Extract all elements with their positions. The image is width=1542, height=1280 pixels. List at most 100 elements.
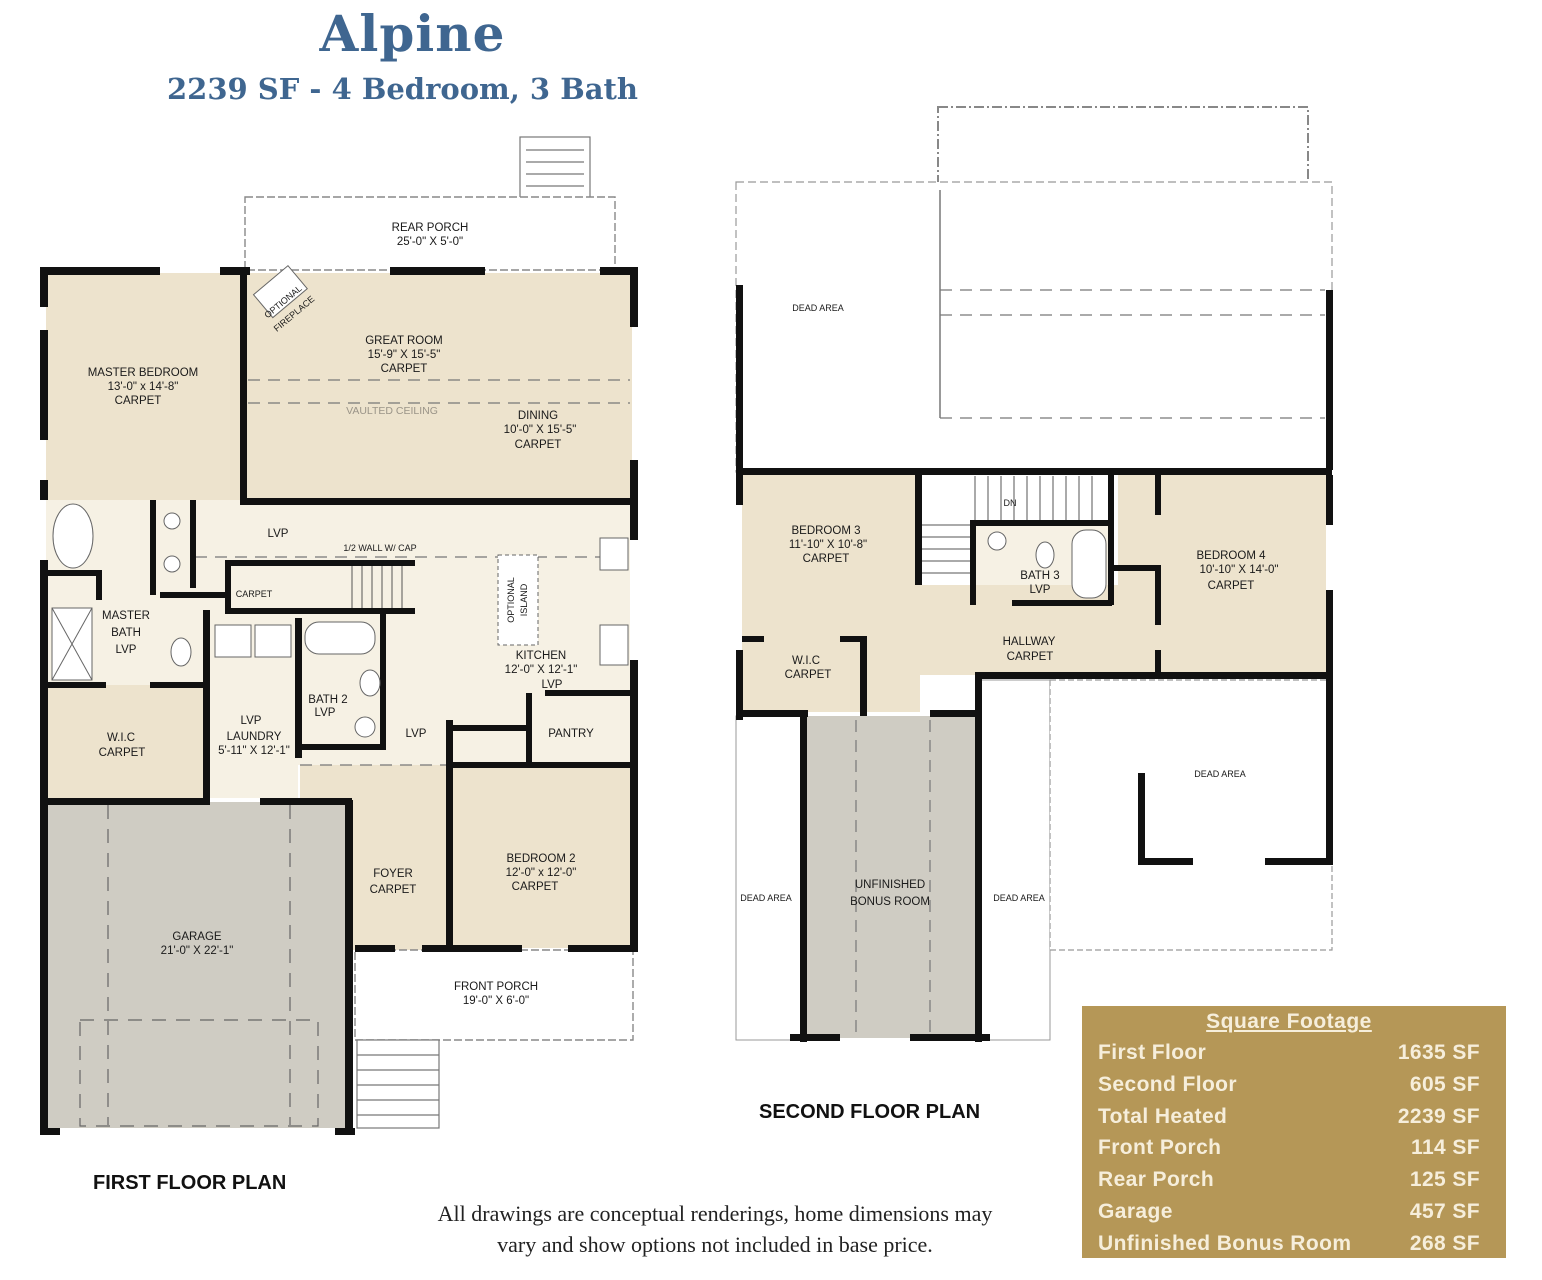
bath3-label: BATH 3 [1020, 570, 1059, 582]
master-bath-label-2: BATH [111, 627, 141, 639]
master-bedroom-label: MASTER BEDROOM [88, 367, 199, 379]
laundry-label: LAUNDRY [227, 731, 282, 743]
plan-title: Alpine [319, 4, 506, 63]
sqft-label: First Floor [1098, 1041, 1207, 1064]
dead-area-mid [979, 679, 1051, 1041]
bedroom3-size: 11'-10" X 10'-8" [789, 539, 867, 551]
toilet-icon [170, 637, 192, 667]
great-room-size: 15'-9" X 15'-5" [368, 349, 441, 361]
sqft-value: 2239 SF [1397, 1104, 1480, 1128]
rear-porch-label: REAR PORCH [392, 222, 469, 234]
stair-dn-note: DN [1004, 498, 1017, 508]
sqft-label: Garage [1098, 1199, 1173, 1223]
rear-porch [244, 196, 616, 271]
master-bath-floor: LVP [116, 644, 137, 656]
bath2-floor: LVP [315, 707, 336, 719]
sqft-label: Total Heated [1098, 1104, 1228, 1128]
dead-area-left [735, 715, 805, 1041]
second-floor-plan: DEAD AREA DN BEDROOM 3 11'-10" X 10'-8" … [735, 106, 1333, 1042]
kitchen-floor: LVP [542, 679, 563, 691]
dead-area-right-label: DEAD AREA [1194, 769, 1246, 779]
first-floor-stairs [351, 566, 403, 608]
disclaimer: All drawings are conceptual renderings, … [360, 1198, 1070, 1260]
garage-label: GARAGE [172, 931, 222, 943]
dead-area-mid-label: DEAD AREA [993, 893, 1045, 903]
sink-icon [163, 555, 181, 573]
pantry-area [532, 696, 630, 764]
washer-icon [214, 624, 252, 658]
dead-area-left-label: DEAD AREA [740, 893, 792, 903]
bonus-room-label-2: BONUS ROOM [850, 896, 930, 908]
sqft-label: Unfinished Bonus Room [1098, 1231, 1352, 1255]
sqft-row: Rear Porch 125 SF [1098, 1164, 1480, 1196]
dead-area-top-label: DEAD AREA [792, 303, 844, 313]
bedroom4-label: BEDROOM 4 [1196, 550, 1266, 562]
first-floor-plan-label: FIRST FLOOR PLAN [93, 1172, 287, 1194]
wic-upper-floor: CARPET [785, 669, 832, 681]
foyer-label: FOYER [373, 868, 413, 880]
plan-subtitle: 2239 SF - 4 Bedroom, 3 Bath [167, 72, 638, 106]
wic-upper-label: W.I.C [792, 655, 820, 667]
rear-porch-stairs [519, 136, 591, 200]
great-room-area [246, 273, 632, 503]
sink-icon [354, 716, 376, 738]
sink-icon [163, 512, 181, 530]
laundry-floor: LVP [241, 715, 262, 727]
half-wall-note: 1/2 WALL W/ CAP [343, 543, 416, 553]
master-bath-label: MASTER [102, 610, 150, 622]
toilet-icon [359, 669, 381, 697]
sqft-value: 457 SF [1409, 1199, 1480, 1223]
wic-floor: CARPET [99, 747, 146, 759]
fireplace-icon [252, 265, 308, 319]
bathtub-icon [52, 503, 94, 569]
hallway-floor: CARPET [1007, 651, 1054, 663]
front-porch [354, 949, 634, 1041]
bath2-label: BATH 2 [308, 694, 347, 706]
garage-size: 21'-0" X 22'-1" [161, 945, 234, 957]
bedroom2-size: 12'-0" x 12'-0" [506, 867, 577, 879]
bathtub-icon [1071, 529, 1107, 599]
garage-area [46, 802, 350, 1128]
sqft-label: Front Porch [1098, 1136, 1222, 1160]
sqft-row: First Floor 1635 SF [1098, 1037, 1480, 1069]
kitchen-size: 12'-0" X 12'-1" [505, 664, 578, 676]
first-floor-plan: REAR PORCH 25'-0" X 5'-0" GREAT ROOM 15'… [40, 136, 638, 1135]
front-porch-stairs [356, 1039, 440, 1129]
hall-floor-label: LVP [268, 528, 289, 540]
wic-upper-area [742, 640, 866, 710]
bedroom3-label: BEDROOM 3 [791, 525, 860, 537]
front-porch-size: 19'-0" X 6'-0" [463, 995, 529, 1007]
stair-area [922, 474, 1112, 524]
pantry-label: PANTRY [548, 728, 594, 740]
foyer-floor: CARPET [370, 884, 417, 896]
island-note-2: ISLAND [519, 583, 529, 616]
master-bedroom-area [46, 273, 244, 500]
vaulted-ceiling-note: VAULTED CEILING [346, 405, 438, 417]
hallway-label: HALLWAY [1003, 636, 1056, 648]
sink-icon [987, 531, 1007, 551]
great-room-floor: CARPET [381, 363, 428, 375]
disclaimer-line-2: vary and show options not included in ba… [497, 1232, 933, 1257]
sqft-value: 1635 SF [1397, 1041, 1480, 1064]
bonus-room-area [807, 716, 977, 1038]
bedroom4-size: 10'-10" X 14'-0" [1199, 564, 1278, 576]
sqft-label: Rear Porch [1098, 1168, 1215, 1192]
cooktop-icon [599, 537, 629, 571]
upper-roof-outline [937, 106, 1309, 191]
entry-floor-label: LVP [406, 728, 427, 740]
toilet-icon [1035, 541, 1055, 569]
dead-area-top [735, 181, 1333, 473]
optional-island [497, 554, 539, 646]
disclaimer-line-1: All drawings are conceptual renderings, … [437, 1201, 993, 1226]
front-porch-label: FRONT PORCH [454, 981, 538, 993]
sqft-value: 125 SF [1409, 1168, 1480, 1192]
dead-area-right [1049, 679, 1333, 951]
bedroom2-floor: CARPET [512, 881, 559, 893]
great-room-label: GREAT ROOM [365, 335, 443, 347]
laundry-size: 5'-11" X 12'-1" [218, 745, 290, 757]
